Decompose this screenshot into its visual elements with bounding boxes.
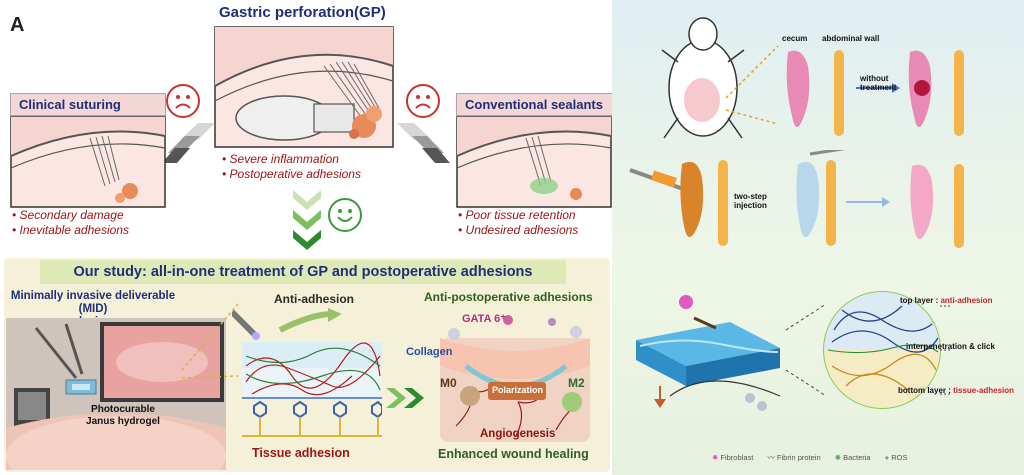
fibrin-icon: 〰 [767, 453, 775, 462]
collagen-label: Collagen [406, 346, 453, 358]
mouse-illustration [661, 17, 745, 139]
gp-title: Gastric perforation(GP) [219, 4, 386, 21]
clinical-suturing-illustration [10, 116, 166, 208]
anti-postoperative-title: Anti-postoperative adhesions [424, 290, 593, 304]
angiogenesis-label: Angiogenesis [480, 428, 556, 440]
gata-label: GATA 6⁺ [462, 313, 507, 325]
conventional-sealants-title: Conventional sealants [456, 93, 614, 116]
wound-healing-illustration [440, 315, 590, 442]
fibroblast-icon: ✸ [712, 453, 719, 462]
top-layer-label: top layer : anti-adhesion [900, 296, 993, 305]
m2-label: M2 [568, 376, 585, 390]
sealants-effect-2: Undesired adhesions [458, 223, 578, 238]
legend-item-ros: ● ROS [884, 453, 908, 462]
arrow-to-suturing-icon [162, 123, 215, 163]
left-panel: A Gastric perforation(GP) Severe inflamm… [4, 4, 614, 472]
mid-device-photo [6, 318, 226, 470]
sad-face-icon-left [166, 84, 200, 118]
arrow-to-sealants-icon [397, 123, 450, 163]
gastric-perforation-illustration [214, 26, 394, 148]
tissue-adhesion-label: Tissue adhesion [252, 446, 350, 460]
abdominal-wall-label: abdominal wall [822, 34, 880, 43]
bacteria-icon: ✺ [834, 453, 841, 462]
anti-adhesion-label: Anti-adhesion [274, 292, 354, 306]
legend-item-bacteria: ✺ Bacteria [834, 453, 871, 462]
zoom-connector [181, 303, 239, 379]
m0-label: M0 [440, 376, 457, 390]
gp-effect-2: Postoperative adhesions [222, 167, 361, 182]
gp-effect-1: Severe inflammation [222, 152, 339, 167]
network-magnifier [785, 291, 952, 409]
ros-icon: ● [884, 453, 890, 462]
interpenetration-label: interpenetration & click [906, 342, 995, 351]
bottom-layer-label: bottom layer : tissue-adhesion [898, 386, 1015, 395]
hydrogel-block [636, 295, 781, 411]
clinical-suturing-title: Clinical suturing [10, 93, 166, 116]
right-chevrons-icon [386, 388, 424, 408]
cecum-label: cecum [782, 34, 808, 43]
legend: ✸ Fibroblast 〰 Fibrin protein ✺ Bacteria… [712, 452, 908, 463]
panel-letter: A [10, 14, 25, 36]
down-chevrons-icon [293, 190, 321, 250]
row1-tissues [786, 50, 964, 136]
sad-face-icon-right [406, 84, 440, 118]
study-title: Our study: all-in-one treatment of GP an… [40, 260, 566, 284]
row2-result [910, 164, 964, 248]
janus-hydrogel-schematic [232, 308, 382, 437]
suturing-effect-1: Secondary damage [12, 208, 124, 223]
row2-tissues [629, 150, 890, 246]
sealants-effect-1: Poor tissue retention [458, 208, 576, 223]
polarization-label: Polarization [492, 385, 544, 395]
legend-item-fibroblast: ✸ Fibroblast [712, 453, 754, 462]
wound-healing-label: Enhanced wound healing [438, 447, 589, 461]
conventional-sealants-illustration [456, 116, 612, 208]
legend-item-fibrin: 〰 Fibrin protein [767, 453, 821, 462]
mouse-zoom-lines [725, 45, 779, 125]
suturing-effect-2: Inevitable adhesions [12, 223, 129, 238]
happy-face-icon [328, 198, 362, 232]
